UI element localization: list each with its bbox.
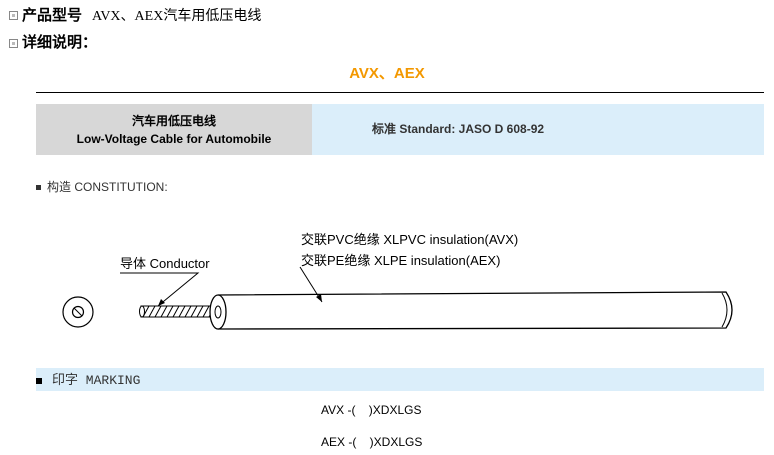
bullet-icon bbox=[9, 39, 18, 48]
conductor-strand bbox=[139, 305, 218, 318]
insulation-pe-label: 交联PE绝缘 XLPE insulation(AEX) bbox=[301, 253, 500, 268]
marking-line-avx: AVX -( )XDXLGS bbox=[321, 403, 422, 417]
standard-box: 标准 Standard: JASO D 608-92 bbox=[312, 104, 764, 155]
product-name-box: 汽车用低压电线 Low-Voltage Cable for Automobile bbox=[36, 104, 312, 155]
product-model-line: 产品型号 AVX、AEX汽车用低压电线 bbox=[22, 4, 261, 25]
product-name-en: Low-Voltage Cable for Automobile bbox=[76, 132, 272, 146]
page-title: AVX、AEX bbox=[349, 65, 425, 82]
standard-text: 标准 Standard: JASO D 608-92 bbox=[372, 122, 545, 136]
product-name-cn: 汽车用低压电线 bbox=[131, 114, 216, 128]
title-divider bbox=[36, 92, 764, 93]
insulation-pvc-label: 交联PVC绝缘 XLPVC insulation(AVX) bbox=[301, 232, 518, 247]
constitution-heading: 构造 CONSTITUTION: bbox=[36, 178, 168, 195]
insulation-leader bbox=[299, 266, 323, 303]
details-label: 详细说明： bbox=[22, 34, 98, 51]
cross-section-icon bbox=[62, 296, 94, 328]
conductor-leader bbox=[120, 272, 200, 307]
bullet-icon bbox=[9, 11, 18, 20]
constitution-heading-text: 构造 CONSTITUTION: bbox=[47, 180, 168, 194]
product-model-label: 产品型号 bbox=[22, 7, 83, 24]
cable-diagram: 导体 Conductor 交联PVC绝缘 XLPVC insulation(AV… bbox=[62, 232, 733, 330]
insulation-body bbox=[209, 291, 733, 330]
square-bullet-icon bbox=[36, 377, 42, 384]
conductor-label: 导体 Conductor bbox=[120, 256, 210, 271]
product-model-value: AVX、AEX汽车用低压电线 bbox=[92, 9, 262, 24]
marking-line-aex: AEX -( )XDXLGS bbox=[321, 435, 423, 449]
marking-heading: 印字 MARKING bbox=[52, 373, 141, 388]
square-bullet-icon bbox=[36, 185, 41, 191]
marking-heading-bar: 印字 MARKING bbox=[36, 368, 764, 391]
